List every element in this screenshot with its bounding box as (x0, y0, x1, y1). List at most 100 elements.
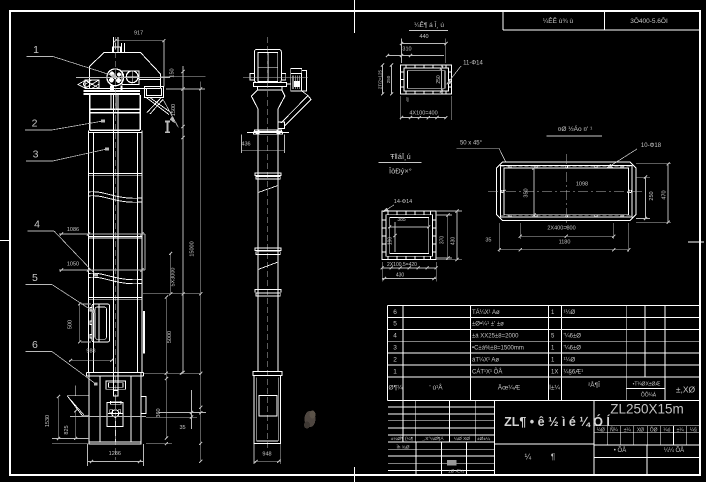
svg-text:2: 2 (32, 118, 38, 130)
svg-text:1050: 1050 (67, 262, 79, 268)
svg-text:350: 350 (524, 188, 530, 197)
svg-text:440: 440 (419, 34, 428, 40)
svg-text:ZL250X15m: ZL250X15m (610, 402, 684, 417)
svg-text:²Å¶Ī: ²Å¶Ī (588, 380, 600, 389)
svg-text:±Ø Æ¼: ±Ø Æ¼ (448, 469, 464, 474)
svg-text:ZL¶ • ê ½ ì é ¼ Ó Í: ZL¶ • ê ½ ì é ¼ Ó Í (504, 414, 610, 429)
svg-text:¹¼Ø: ¹¼Ø (564, 357, 576, 363)
svg-text:500: 500 (68, 320, 74, 329)
svg-text:1098: 1098 (576, 182, 588, 188)
svg-text:1286: 1286 (109, 451, 121, 457)
svg-text:5: 5 (32, 272, 38, 284)
svg-text:¼ÊĚ ù¾ ù: ¼ÊĚ ù¾ ù (543, 16, 574, 25)
svg-text:4X100=400: 4X100=400 (409, 111, 437, 117)
svg-text:ÕØ: ÕØ (650, 426, 658, 433)
svg-text:±Ø•¼¹ ±' ±ø: ±Ø•¼¹ ±' ±ø (472, 322, 504, 328)
svg-text:4: 4 (34, 219, 40, 231)
svg-text:3Ǒ400-5.6ǑI: 3Ǒ400-5.6ǑI (630, 16, 668, 25)
svg-text:±Ø±¼: ±Ø±¼ (477, 436, 491, 442)
svg-text:±¼Ø¶ (¼¶: ±¼Ø¶ (¼¶ (391, 436, 414, 442)
svg-text:•T¼ØX±ØÆ: •T¼ØX±ØÆ (633, 382, 661, 388)
svg-text:• ÕÅ: • ÕÅ (614, 447, 626, 454)
svg-text:370: 370 (440, 236, 446, 245)
svg-text:6: 6 (393, 309, 397, 316)
svg-text:¼: ¼ (525, 453, 532, 462)
svg-text:14-Φ14: 14-Φ14 (394, 199, 412, 205)
svg-text:6: 6 (32, 339, 38, 351)
svg-text:¼Ê¶ á Ī¸ ú: ¼Ê¶ á Ī¸ ú (414, 20, 444, 29)
svg-text:áT¼X¹ Aø: áT¼X¹ Aø (472, 357, 499, 363)
svg-text:5X3000: 5X3000 (171, 268, 177, 287)
svg-text:¼ó: ¼ó (663, 427, 670, 433)
svg-text:917: 917 (134, 31, 143, 37)
svg-text:3: 3 (33, 149, 39, 161)
svg-text:¼¼ ÕÅ: ¼¼ ÕÅ (664, 447, 684, 454)
svg-text:1: 1 (551, 310, 555, 316)
svg-text:35: 35 (179, 425, 185, 431)
svg-text:250: 250 (649, 191, 655, 200)
svg-text:±,XØ: ±,XØ (676, 385, 696, 395)
svg-text:436: 436 (241, 142, 250, 148)
svg-text:948: 948 (262, 452, 271, 458)
svg-text:988: 988 (86, 349, 95, 355)
svg-text:±¼: ±¼ (624, 427, 632, 433)
svg-text:1: 1 (551, 357, 555, 363)
svg-text:385: 385 (397, 217, 406, 223)
svg-text:360: 360 (156, 408, 162, 417)
svg-text:ا±¼: ا±¼ (549, 384, 560, 392)
svg-text:Ñ¼: Ñ¼ (610, 426, 619, 433)
svg-text:2X100.5=420: 2X100.5=420 (387, 262, 417, 268)
svg-text:' ú¹Å: ' ú¹Å (429, 383, 443, 392)
svg-text:1180: 1180 (559, 240, 571, 246)
svg-text:1X: 1X (551, 369, 558, 375)
svg-text:190: 190 (388, 237, 394, 246)
svg-text:2T/2=125: 2T/2=125 (378, 69, 383, 89)
svg-text:470: 470 (662, 190, 668, 199)
svg-text:¼Ø: ¼Ø (597, 427, 605, 433)
svg-text:50 x 45°: 50 x 45° (460, 140, 483, 146)
svg-text:ŦǁáĪ¸ú: ŦǁáĪ¸ú (390, 152, 411, 161)
svg-text:1: 1 (33, 44, 39, 56)
svg-text:11-Φ14: 11-Φ14 (463, 61, 483, 67)
svg-text:'¼6±Ø: '¼6±Ø (564, 345, 582, 351)
svg-text:±¼: ±¼ (677, 427, 685, 433)
svg-text:1: 1 (551, 345, 555, 351)
svg-text:¶: ¶ (551, 453, 555, 462)
svg-text:Ãœ¼Æ: Ãœ¼Æ (498, 383, 521, 392)
svg-text:Ø¶¼: Ø¶¼ (389, 385, 404, 392)
svg-text:2X400=800: 2X400=800 (547, 226, 575, 232)
svg-text:430: 430 (396, 273, 405, 279)
svg-text:10-Φ18: 10-Φ18 (641, 143, 662, 149)
svg-text:2: 2 (393, 356, 397, 363)
svg-text:¼Ø XØ: ¼Ø XØ (454, 436, 470, 442)
svg-text:5: 5 (551, 334, 555, 340)
svg-text:'¼6±Ø: '¼6±Ø (564, 334, 582, 340)
svg-text:±á XX25±8=2000: ±á XX25±8=2000 (472, 334, 519, 340)
svg-text:•C±á%±8=1500mm: •C±á%±8=1500mm (472, 345, 524, 351)
svg-text:150: 150 (170, 68, 176, 77)
svg-text:CÁT¹X¹ ÕÅ: CÁT¹X¹ ÕÅ (472, 368, 502, 375)
svg-text:310: 310 (402, 47, 411, 53)
svg-text:ĪòĐý×°: ĪòĐý×° (389, 167, 412, 176)
svg-text:Īh ¾Ø: Īh ¾Ø (396, 444, 409, 451)
svg-text:3: 3 (393, 344, 397, 351)
svg-text:1500: 1500 (171, 104, 177, 116)
svg-text:4: 4 (393, 333, 397, 340)
svg-text:TÁ¼X¹ Aø: TÁ¼X¹ Aø (472, 309, 500, 316)
svg-text:1086: 1086 (67, 227, 79, 233)
svg-text:XØ: XØ (637, 427, 644, 433)
svg-text:250: 250 (436, 75, 442, 84)
svg-text:825: 825 (64, 425, 70, 434)
svg-text:¸,Xˆ¼Ø¶Á: ¸,Xˆ¼Ø¶Á (422, 435, 444, 442)
svg-text:15000: 15000 (190, 241, 196, 256)
svg-text:1530: 1530 (45, 415, 51, 427)
svg-text:¼§6Æ¹: ¼§6Æ¹ (564, 369, 584, 375)
svg-text:5: 5 (393, 321, 397, 328)
svg-text:5000: 5000 (167, 331, 173, 343)
svg-text:35: 35 (485, 238, 491, 244)
svg-text:¤Ø ½Áo ¤' ¹: ¤Ø ½Áo ¤' ¹ (558, 124, 593, 133)
svg-text:ÕÕ¼Á: ÕÕ¼Á (641, 392, 657, 399)
svg-text:¼§: ¼§ (690, 427, 697, 433)
svg-text:1: 1 (393, 368, 397, 375)
svg-text:250: 250 (386, 75, 391, 83)
